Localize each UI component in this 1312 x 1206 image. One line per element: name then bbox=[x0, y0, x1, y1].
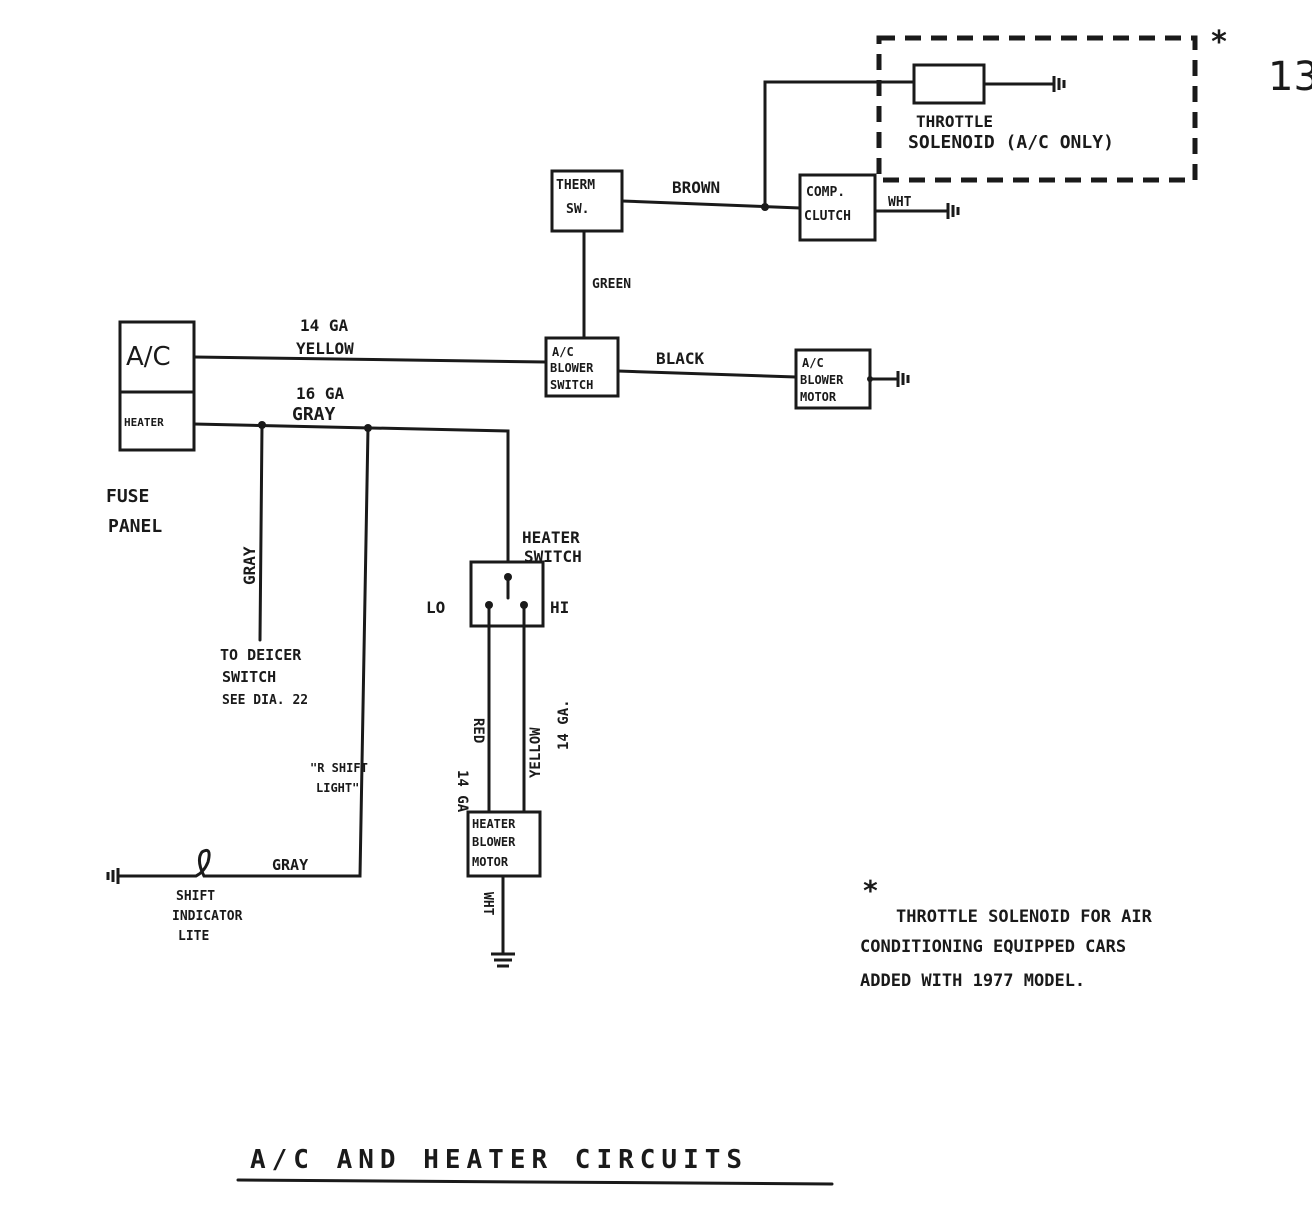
wire-label-black: BLACK bbox=[656, 349, 705, 368]
compressor-clutch-label-1: COMP. bbox=[806, 185, 845, 200]
wire-label-gray-16ga-1: 16 GA bbox=[296, 384, 345, 403]
compressor-clutch bbox=[798, 173, 877, 242]
ground-icon bbox=[106, 868, 120, 884]
ground-icon bbox=[896, 371, 910, 387]
wire-label-wht-bottom: WHT bbox=[480, 892, 495, 916]
wire-label-red-14ga-1: 14 GA bbox=[454, 770, 470, 813]
throttle-solenoid bbox=[912, 63, 986, 105]
shift-light-label-2: INDICATOR bbox=[172, 909, 243, 924]
heater-blower-motor-label-3: MOTOR bbox=[472, 855, 509, 869]
wire-label-yellow-14ga-1: 14 GA bbox=[300, 316, 349, 335]
footnote-line-3: ADDED WITH 1977 MODEL. bbox=[860, 971, 1085, 991]
therm-switch-label-1: THERM bbox=[556, 178, 595, 193]
heater-blower-motor bbox=[466, 810, 542, 878]
therm-switch bbox=[550, 169, 624, 233]
heater-switch-lo-label: LO bbox=[426, 598, 445, 617]
fuse-panel-ac-label: A/C bbox=[126, 342, 171, 372]
ac-blower-motor-label-1: A/C bbox=[802, 356, 824, 370]
ground-icon bbox=[946, 203, 960, 219]
fuse-panel-label-1: FUSE bbox=[106, 486, 149, 507]
wire-label-yellow-14ga-vert-1: YELLOW bbox=[528, 727, 544, 778]
throttle-solenoid-label-1: THROTTLE bbox=[916, 112, 993, 131]
wire-label-yellow-14ga-2: YELLOW bbox=[296, 339, 354, 358]
footnote-line-2: CONDITIONING EQUIPPED CARS bbox=[860, 937, 1126, 957]
wire-label-gray-16ga-2: GRAY bbox=[292, 404, 336, 425]
ac-blower-switch-label-3: SWITCH bbox=[550, 378, 593, 392]
footnote-star: * bbox=[862, 874, 879, 907]
fuse-panel-heater-label: HEATER bbox=[124, 416, 164, 429]
ac-blower-motor-label-3: MOTOR bbox=[800, 390, 837, 404]
heater-blower-motor-label-2: BLOWER bbox=[472, 835, 516, 849]
deicer-note-2: SWITCH bbox=[222, 668, 276, 686]
therm-switch-label-2: SW. bbox=[566, 202, 589, 217]
compressor-clutch-label-2: CLUTCH bbox=[804, 209, 851, 224]
ground-icon bbox=[491, 952, 515, 968]
asterisk-marker: * bbox=[1210, 25, 1228, 60]
shift-light-label-3: LITE bbox=[178, 929, 209, 944]
heater-blower-motor-label-1: HEATER bbox=[472, 817, 516, 831]
throttle-solenoid-optional-box bbox=[876, 35, 1198, 183]
wire-label-brown: BROWN bbox=[672, 178, 720, 197]
page-number: 13 bbox=[1268, 54, 1312, 100]
wire-label-green: GREEN bbox=[592, 277, 631, 292]
wire-label-gray-bottom: GRAY bbox=[272, 856, 308, 874]
deicer-note-1: TO DEICER bbox=[220, 646, 302, 664]
heater-switch-hi-label: HI bbox=[550, 598, 569, 617]
shift-light-note-2: LIGHT" bbox=[316, 781, 359, 795]
fuse-panel-label-2: PANEL bbox=[108, 516, 162, 537]
ac-blower-switch-label-2: BLOWER bbox=[550, 361, 594, 375]
ac-blower-motor bbox=[794, 348, 872, 410]
ac-blower-switch bbox=[544, 336, 620, 398]
wire-label-wht-top: WHT bbox=[888, 195, 912, 210]
shift-indicator-lamp-icon bbox=[116, 848, 216, 878]
wire-label-gray-vertical: GRAY bbox=[240, 546, 259, 585]
shift-light-label-1: SHIFT bbox=[176, 889, 215, 904]
ac-blower-motor-label-2: BLOWER bbox=[800, 373, 844, 387]
deicer-note-3: SEE DIA. 22 bbox=[222, 693, 308, 708]
fuse-panel-heater bbox=[118, 390, 196, 452]
footnote-line-1: THROTTLE SOLENOID FOR AIR bbox=[896, 907, 1153, 927]
throttle-solenoid-label-2: SOLENOID (A/C ONLY) bbox=[908, 132, 1114, 153]
heater-switch-label-1: HEATER bbox=[522, 528, 580, 547]
shift-light-note-1: "R SHIFT bbox=[310, 761, 368, 775]
wire-label-yellow-14ga-vert-2: 14 GA. bbox=[556, 699, 572, 750]
title-underline bbox=[236, 1178, 834, 1186]
ground-icon bbox=[1052, 76, 1066, 92]
diagram-title: A/C AND HEATER CIRCUITS bbox=[250, 1145, 748, 1175]
wire-label-red-14ga-2: RED bbox=[470, 718, 486, 743]
ac-blower-switch-label-1: A/C bbox=[552, 345, 574, 359]
